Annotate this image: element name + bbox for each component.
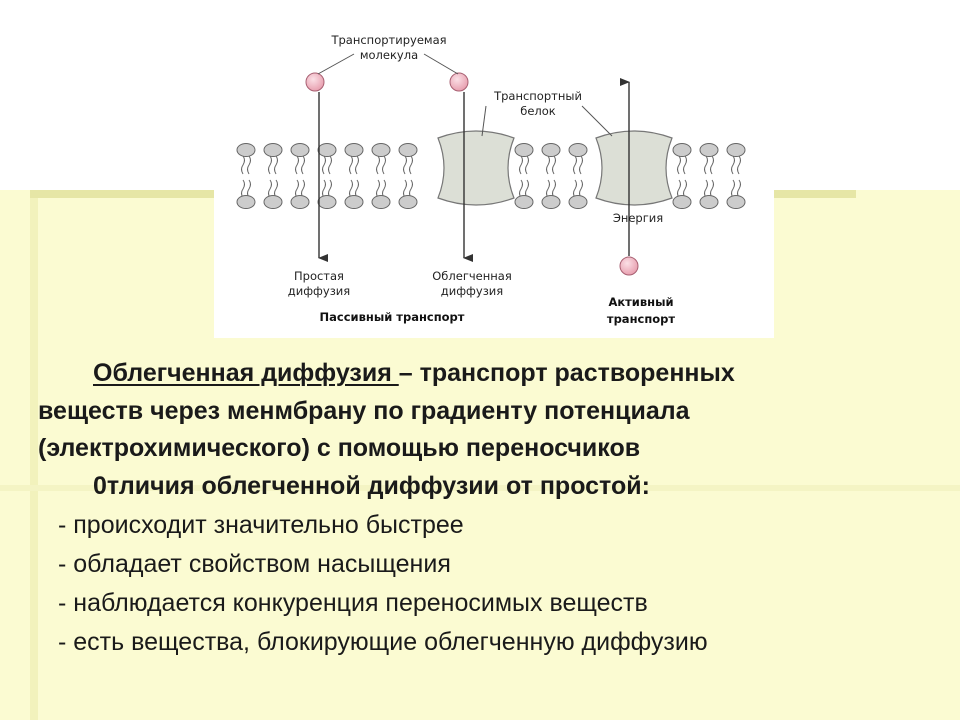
- label-molecule-line1: Транспортируемая: [330, 33, 446, 47]
- list-item: - обладает свойством насыщения: [58, 550, 451, 578]
- phospholipid: [290, 143, 310, 209]
- label-active-line1: Активный: [608, 295, 673, 309]
- definition-line-1: Облегченная диффузия – транспорт раствор…: [38, 355, 938, 393]
- label-active-line2: транспорт: [607, 312, 675, 326]
- label-simple-line2: диффузия: [288, 284, 350, 298]
- label-protein-line1: Транспортный: [493, 89, 582, 103]
- molecule-active: [619, 256, 639, 276]
- label-energy: Энергия: [613, 211, 663, 225]
- phospholipid: [541, 143, 561, 209]
- lipid-bilayer: [236, 143, 746, 209]
- phospholipid: [263, 143, 283, 209]
- transport-protein-channel: [437, 130, 515, 206]
- slide-text: Облегченная диффузия – транспорт раствор…: [38, 355, 938, 662]
- list-item: - есть вещества, блокирующие облегченную…: [58, 628, 708, 656]
- phospholipid: [317, 143, 337, 209]
- definition-line-3: (электрохимического) с помощью переносчи…: [38, 434, 641, 462]
- differences-list: - происходит значительно быстрее - облад…: [38, 506, 938, 662]
- diagram-svg: Транспортируемая молекула Транспортный б…: [236, 33, 746, 326]
- differences-heading: 0тличия облегченной диффузии от простой:: [93, 471, 650, 500]
- membrane-transport-diagram: Транспортируемая молекула Транспортный б…: [214, 26, 774, 338]
- phospholipid: [514, 143, 534, 209]
- leader-protein-right: [581, 105, 613, 137]
- list-item: - происходит значительно быстрее: [58, 511, 464, 539]
- label-protein-line2: белок: [520, 104, 556, 118]
- label-facilitated-line2: диффузия: [441, 284, 503, 298]
- phospholipid: [398, 143, 418, 209]
- label-molecule-line2: молекула: [360, 48, 418, 62]
- phospholipid: [236, 143, 256, 209]
- phospholipid: [672, 143, 692, 209]
- definition-line-2: веществ через менмбрану по градиенту пот…: [38, 396, 690, 425]
- phospholipid: [344, 143, 364, 209]
- phospholipid: [371, 143, 391, 209]
- leader-protein-left: [481, 105, 487, 137]
- phospholipid: [699, 143, 719, 209]
- decorative-strip: [30, 198, 38, 720]
- label-passive-transport: Пассивный транспорт: [320, 310, 465, 324]
- definition-term: Облегченная диффузия: [93, 359, 399, 387]
- phospholipid: [726, 143, 746, 209]
- leader-molecule-right: [423, 53, 459, 75]
- leader-molecule-left: [317, 53, 355, 75]
- molecule-facilitated: [449, 72, 469, 92]
- list-item: - наблюдается конкуренция переносимых ве…: [58, 589, 648, 617]
- label-facilitated-line1: Облегченная: [432, 269, 511, 283]
- molecule-simple: [305, 72, 325, 92]
- phospholipid: [568, 143, 588, 209]
- label-simple-line1: Простая: [294, 269, 344, 283]
- definition-rest: – транспорт растворенных: [398, 359, 735, 387]
- decorative-strip-horizontal: [0, 485, 960, 491]
- transport-protein-pump: [595, 130, 673, 206]
